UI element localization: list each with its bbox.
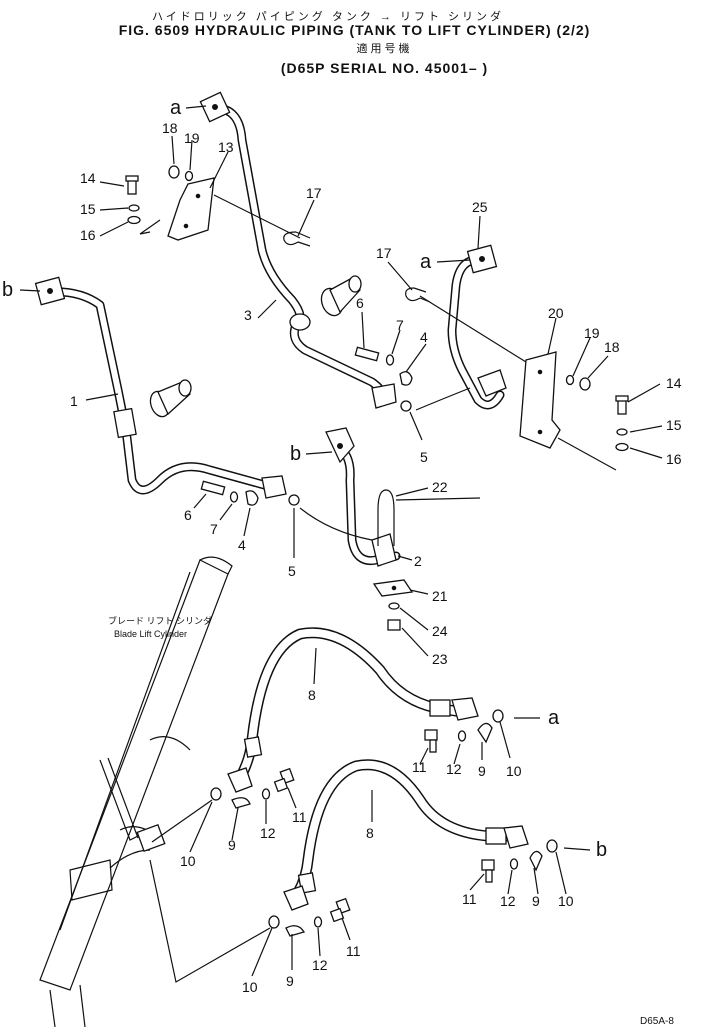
callout-20: 20 (548, 305, 564, 321)
plate-21 (372, 579, 414, 597)
callout-10-c: 10 (558, 893, 574, 909)
connection-mark-b-pipe1: b (2, 279, 13, 301)
callout-3: 3 (244, 307, 252, 323)
connection-mark-b-hose: b (596, 839, 607, 861)
callout-10-b: 10 (180, 853, 196, 869)
callout-11-b: 11 (292, 809, 307, 825)
u-bolt-17-upper (283, 231, 311, 247)
callout-numbers: 18 19 13 14 15 16 17 25 17 3 6 7 4 20 19… (70, 120, 682, 995)
callout-1: 1 (70, 393, 78, 409)
pipe-1 (34, 276, 287, 499)
callout-6-upper: 6 (356, 295, 364, 311)
cylinder-label-jp: ブレード リフト シリンダ (108, 615, 212, 626)
pipe-3 (199, 91, 397, 409)
drawing-code: D65A-8 (640, 1016, 674, 1027)
callout-13: 13 (218, 139, 234, 155)
callout-19-left: 19 (184, 130, 200, 146)
callout-16-left: 16 (80, 227, 96, 243)
callout-16-right: 16 (666, 451, 682, 467)
callout-12-b: 12 (260, 825, 276, 841)
connection-mark-a-pipe3: a (170, 97, 182, 119)
callout-11-c: 11 (462, 891, 477, 907)
connection-mark-a-hose: a (548, 707, 560, 729)
callout-21: 21 (432, 588, 448, 604)
callout-17-right: 17 (376, 245, 392, 261)
figure-title: FIG. 6509 HYDRAULIC PIPING (TANK TO LIFT… (118, 22, 591, 38)
hose-8-upper (227, 627, 479, 793)
callout-2: 2 (414, 553, 422, 569)
blade-lift-cylinder (39, 556, 233, 1027)
callout-5-lower: 5 (288, 563, 296, 579)
callout-9-d: 9 (286, 973, 294, 989)
callout-17-upper: 17 (306, 185, 322, 201)
tank-flange-lower (149, 379, 192, 418)
leader-lines (19, 105, 663, 983)
callout-14-right: 14 (666, 375, 682, 391)
cylinder-label-en: Blade Lift Cylinder (114, 629, 187, 639)
callout-14-left: 14 (80, 170, 96, 186)
callout-9-b: 9 (228, 837, 236, 853)
applicable-label-japanese: 適用号機 (356, 43, 413, 55)
callout-4-upper: 4 (420, 329, 428, 345)
callout-9-a: 9 (478, 763, 486, 779)
callout-7-lower: 7 (210, 521, 218, 537)
callout-7-upper: 7 (396, 317, 404, 333)
callout-8-lower: 8 (366, 825, 374, 841)
callout-24: 24 (432, 623, 448, 639)
callout-11-d: 11 (346, 943, 361, 959)
pipe-2 (325, 427, 401, 567)
bracket-13 (167, 177, 215, 241)
callout-12-d: 12 (312, 957, 328, 973)
callout-15-left: 15 (80, 201, 96, 217)
callout-10-a: 10 (506, 763, 522, 779)
callout-9-c: 9 (532, 893, 540, 909)
connection-mark-a-pipe25: a (420, 251, 432, 273)
serial-range: (D65P SERIAL NO. 45001– ) (280, 60, 489, 76)
callout-12-a: 12 (446, 761, 462, 777)
callout-15-right: 15 (666, 417, 682, 433)
bracket-20 (519, 351, 561, 449)
callout-25: 25 (472, 199, 488, 215)
callout-18-right: 18 (604, 339, 620, 355)
callout-10-d: 10 (242, 979, 258, 995)
callout-6-lower: 6 (184, 507, 192, 523)
callout-23: 23 (432, 651, 448, 667)
callout-5-upper: 5 (420, 449, 428, 465)
title-japanese: ハイドロリック パイピング タンク → リフト シリンダ (151, 11, 505, 23)
callout-22: 22 (432, 479, 448, 495)
callout-11-a: 11 (412, 759, 427, 775)
callout-18-left: 18 (162, 120, 178, 136)
callout-4-lower: 4 (238, 537, 246, 553)
pipe-25 (447, 244, 507, 410)
callout-12-c: 12 (500, 893, 516, 909)
u-bolt-22 (377, 489, 395, 546)
bolts-and-washers (125, 165, 629, 937)
callout-19-right: 19 (584, 325, 600, 341)
hose-8-lower (283, 759, 529, 911)
callout-8-upper: 8 (308, 687, 316, 703)
tank-flange-upper (320, 275, 362, 317)
connection-mark-b-pipe2: b (290, 443, 301, 465)
